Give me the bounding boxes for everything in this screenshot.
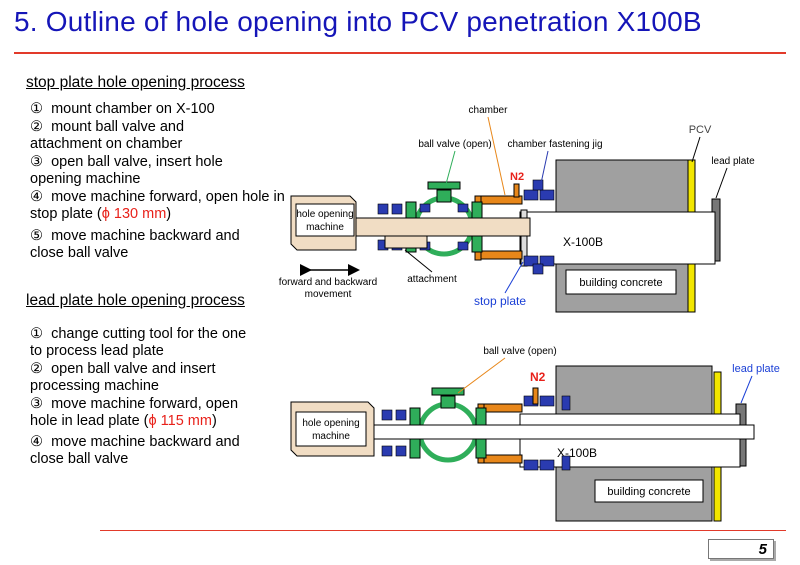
step-text: change cutting tool for the one [51,326,247,342]
penetration-pipe [519,211,716,265]
step-2-2: ② open ball valve and insert processing … [30,361,216,395]
chamber-top [481,403,523,413]
building-concrete-label: building concrete [579,277,662,289]
page-title: 5. Outline of hole opening into PCV pene… [14,6,702,37]
step-text-cont: close ball valve [30,451,129,467]
stop-plate-label: stop plate [474,294,526,308]
ball-valve-handle [427,181,461,190]
chamber-bottom [481,454,523,464]
attachment-label: attachment [407,274,457,285]
machine-label-1: hole opening [296,209,353,220]
x100b-label: X-100B [563,235,603,249]
step-number: ③ [30,396,43,412]
step-1-3: ③ open ball valve, insert hole opening m… [30,154,223,188]
diagram-lead-plate: building concrete X-100B N2 [290,346,780,522]
step-text-cont: stop plate ( [30,206,102,222]
attachment-flanges [381,409,407,457]
ball-valve-stem [440,395,456,409]
ball-valve-leader [445,150,456,185]
step-1-4: ④ move machine forward, open hole in sto… [30,189,285,223]
step-text-cont: processing machine [30,378,159,394]
step-text: move machine backward and [51,434,240,450]
chamber-bottom [477,250,523,260]
chamber-label: chamber [469,105,509,116]
section-heading-lead-plate: lead plate hole opening process [26,292,245,309]
section-heading-stop-plate: stop plate hole opening process [26,74,245,91]
hole-diameter: ϕ 130 mm [101,206,167,222]
step-2-4: ④ move machine backward and close ball v… [30,434,240,468]
machine-label-2: machine [312,431,350,442]
step-text: move machine backward and [51,228,240,244]
step-number: ④ [30,434,43,450]
n2-nozzle [532,387,539,405]
movement-label-2: movement [305,289,352,300]
building-concrete-label: building concrete [607,486,690,498]
machine-label-box [295,411,367,447]
step-text: move machine forward, open [51,396,239,412]
ball-valve-label: ball valve (open) [418,139,491,150]
step-text: mount chamber on X-100 [51,101,215,117]
step-1-5: ⑤ move machine backward and close ball v… [30,228,240,262]
fastening-jig-bolts [523,395,571,471]
n2-nozzle [513,183,520,198]
attachment-piece [384,235,428,249]
step-number: ⑤ [30,228,43,244]
boring-shaft [371,424,755,440]
n2-label: N2 [530,370,546,384]
step-number: ② [30,361,43,377]
ball-valve-leader [457,357,506,394]
pcv-leader [691,136,701,163]
step-text-cont: hole in lead plate ( [30,413,149,429]
step-text-cont: opening machine [30,171,141,187]
step-text-close: ) [211,413,217,429]
boring-shaft [349,217,531,237]
ball-valve-label: ball valve (open) [483,346,556,357]
step-1-2: ② mount ball valve and attachment on cha… [30,119,184,153]
lead-plate-label: lead plate [732,363,780,375]
step-2-1: ① change cutting tool for the one to pro… [30,326,246,360]
machine-label-box [295,203,355,237]
chamber-leader [487,116,506,196]
diagram-stop-plate: building concrete X-100B N2 [279,105,755,313]
step-text: mount ball valve and [51,119,185,135]
fastening-jig-label: chamber fastening jig [507,139,602,150]
page-number: 5 [708,539,774,559]
step-number: ② [30,119,43,135]
pcv-label: PCV [689,124,712,136]
movement-label-1: forward and backward [279,277,377,288]
title-divider [14,52,786,54]
step-text-cont: close ball valve [30,245,129,261]
stop-plate-leader [504,261,524,294]
lead-plate-label: lead plate [711,156,755,167]
step-2-3: ③ move machine forward, open hole in lea… [30,396,238,430]
step-number: ① [30,101,43,117]
concrete-label-box [565,269,677,295]
step-number: ③ [30,154,43,170]
footer-divider [100,530,786,531]
step-text-close: ) [166,206,172,222]
step-text-cont: to process lead plate [30,343,164,359]
fastening-jig-bolts [523,179,555,275]
lead-plate-leader [740,375,753,404]
hole-diameter: ϕ 115 mm [148,413,212,429]
ball-valve-handle [431,387,465,396]
penetration-pipe [519,413,741,468]
attachment-leader [404,249,433,273]
lead-plate-leader [715,167,728,199]
step-text-cont: attachment on chamber [30,136,183,152]
machine-label-1: hole opening [302,418,359,429]
machine-label-2: machine [306,222,344,233]
step-text: move machine forward, open hole in [51,189,285,205]
concrete-label-box [594,479,704,503]
n2-label: N2 [510,171,524,183]
step-number: ① [30,326,43,342]
step-1-1: ① mount chamber on X-100 [30,101,215,118]
fastening-jig-leader [539,150,549,189]
step-number: ④ [30,189,43,205]
ball-valve-stem [436,189,452,203]
step-text: open ball valve and insert [51,361,216,377]
step-text: open ball valve, insert hole [51,154,223,170]
